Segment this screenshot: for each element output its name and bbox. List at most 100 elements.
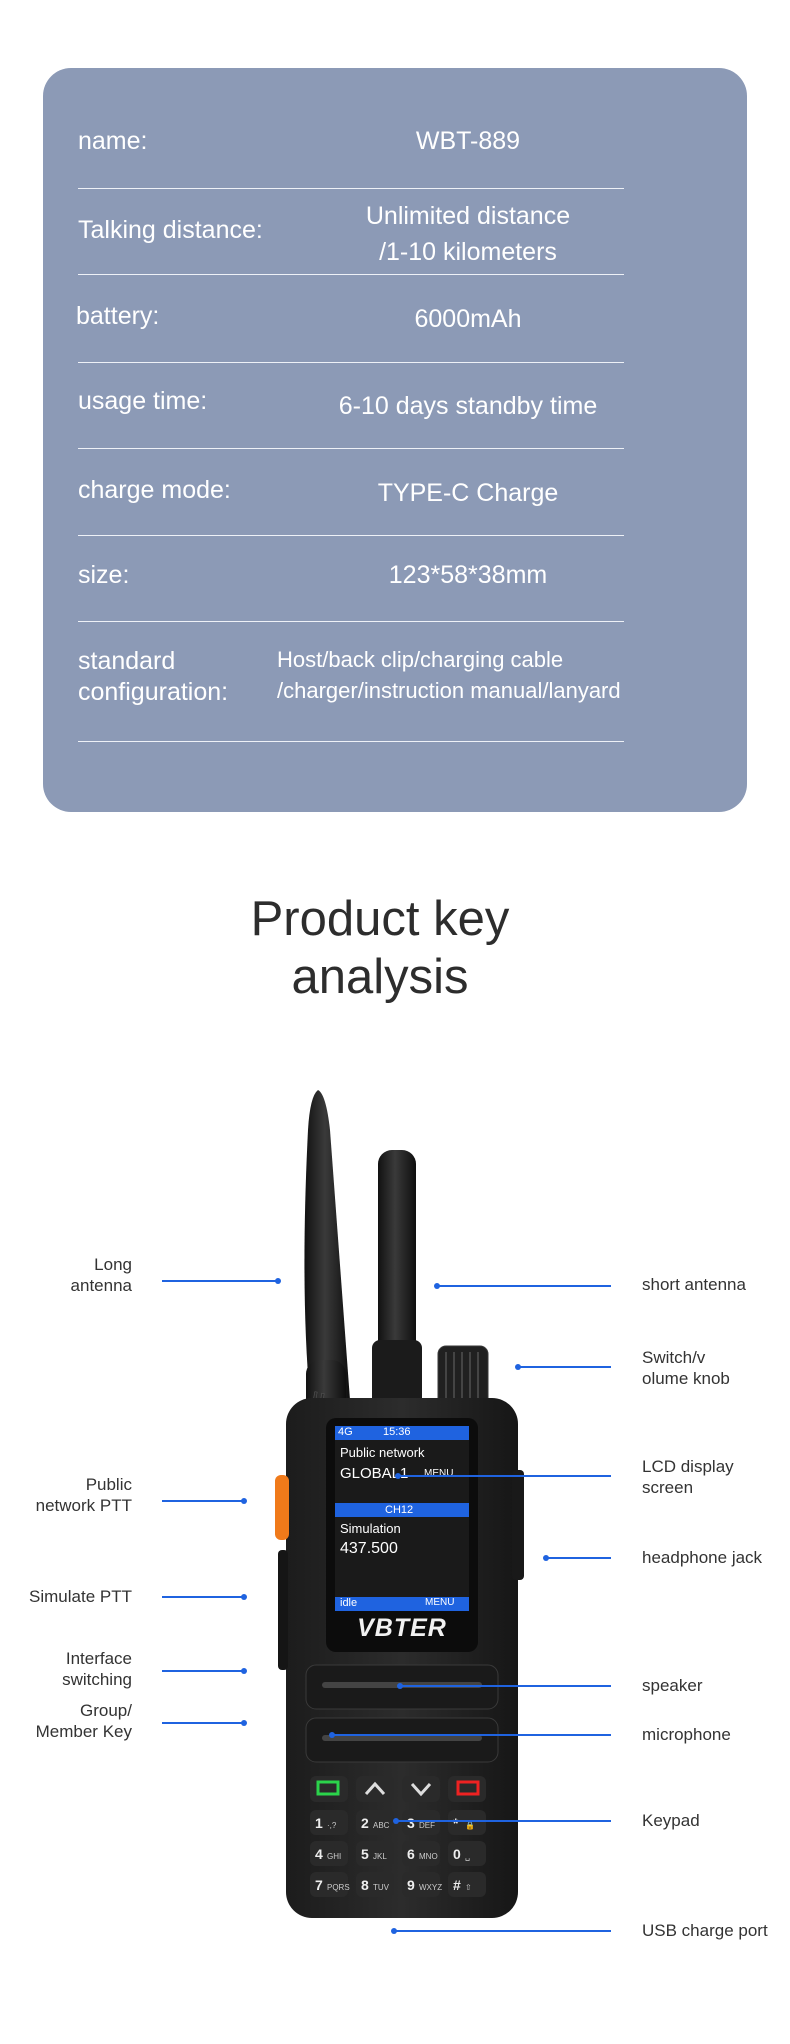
leader-line xyxy=(400,1685,611,1687)
key-sublabel: PQRS xyxy=(327,1883,350,1892)
leader-dot xyxy=(329,1732,335,1738)
screen-state: idle xyxy=(340,1597,358,1609)
key-label: 7 xyxy=(315,1877,323,1893)
leader-line xyxy=(396,1820,611,1822)
callout-line: Interface xyxy=(65,1649,132,1668)
key-5 xyxy=(356,1841,394,1866)
callout-line: network PTT xyxy=(35,1496,132,1515)
callout-usb-port: USB charge port xyxy=(642,1920,768,1941)
spec-value-line: Host/back clip/charging cable xyxy=(277,647,564,672)
key-1 xyxy=(356,1810,394,1835)
callout-line: microphone xyxy=(642,1725,731,1744)
key-label: 5 xyxy=(361,1846,369,1862)
callout-public-network-ptt: Public network PTT xyxy=(10,1474,132,1516)
key-sublabel: WXYZ xyxy=(419,1883,442,1892)
screen-status-signal: 4G xyxy=(338,1426,353,1438)
spec-value-line: /charger/instruction manual/lanyard xyxy=(277,678,621,703)
callout-short-antenna: short antenna xyxy=(642,1274,746,1295)
callout-line: screen xyxy=(642,1478,694,1497)
callout-lcd-screen: LCD display screen xyxy=(642,1456,734,1498)
leader-line xyxy=(546,1557,611,1559)
screen-mode: Simulation xyxy=(340,1521,401,1536)
screen-channel: CH12 xyxy=(385,1504,414,1516)
key-0 xyxy=(310,1810,348,1835)
spec-label: battery: xyxy=(76,302,160,330)
leader-dot xyxy=(275,1278,281,1284)
key-11 xyxy=(448,1872,486,1897)
callout-line: headphone jack xyxy=(642,1548,763,1567)
brand-logo: VBTER xyxy=(357,1614,447,1642)
title-line: Product key xyxy=(250,892,510,946)
leader-line xyxy=(518,1366,611,1368)
key-label: 3 xyxy=(407,1815,415,1831)
leader-line xyxy=(162,1596,244,1598)
key-sublabel: GHI xyxy=(327,1852,341,1861)
key-4 xyxy=(310,1841,348,1866)
key-sublabel: 🔒 xyxy=(465,1821,475,1830)
callout-line: Switch/v xyxy=(642,1348,706,1367)
leader-dot xyxy=(241,1594,247,1600)
key-label: * xyxy=(453,1815,459,1831)
key-label: 4 xyxy=(315,1846,323,1862)
spec-divider xyxy=(78,448,624,449)
leader-dot xyxy=(543,1555,549,1561)
spec-value: WBT-889 xyxy=(415,127,521,155)
key-sublabel: ·,? xyxy=(327,1821,337,1830)
spec-value-line: /1-10 kilometers xyxy=(379,238,557,266)
spec-label-line: configuration: xyxy=(78,678,229,706)
leader-line xyxy=(162,1500,244,1502)
leader-dot xyxy=(434,1283,440,1289)
spec-label: name: xyxy=(78,127,148,155)
callout-keypad: Keypad xyxy=(642,1810,700,1831)
callout-line: Member Key xyxy=(35,1722,132,1741)
callout-interface-switching: Interface switching xyxy=(10,1648,132,1690)
spec-value: 123*58*38mm xyxy=(388,561,548,589)
key-7 xyxy=(448,1841,486,1866)
callout-line: LCD display xyxy=(642,1457,734,1476)
leader-line xyxy=(332,1734,611,1736)
key-sublabel: ⇧ xyxy=(465,1883,472,1892)
spec-label: Talking distance: xyxy=(78,216,263,244)
spec-label: charge mode: xyxy=(78,476,231,504)
page-title: Product key analysis xyxy=(0,890,760,1006)
callout-line: Simulate PTT xyxy=(29,1587,132,1606)
callout-speaker: speaker xyxy=(642,1675,702,1696)
leader-line xyxy=(398,1475,611,1477)
spec-divider xyxy=(78,362,624,363)
key-sublabel: ␣ xyxy=(465,1852,470,1861)
key-label: 1 xyxy=(315,1815,323,1831)
spec-label: size: xyxy=(78,561,130,589)
title-line: analysis xyxy=(291,950,469,1004)
leader-dot xyxy=(241,1668,247,1674)
spec-divider xyxy=(78,741,624,742)
spec-label: standard configuration: xyxy=(78,646,228,708)
spec-value: TYPE-C Charge xyxy=(377,479,559,507)
callout-simulate-ptt: Simulate PTT xyxy=(10,1586,132,1607)
spec-divider xyxy=(78,621,624,622)
key-label: 9 xyxy=(407,1877,415,1893)
screen-frequency: 437.500 xyxy=(340,1540,398,1557)
leader-line xyxy=(437,1285,611,1287)
callout-line: Long xyxy=(94,1255,132,1274)
spec-value-line: Unlimited distance xyxy=(365,202,571,230)
screen-group: GLOBAL1 xyxy=(340,1465,409,1482)
key-sublabel: MNO xyxy=(419,1852,438,1861)
key-label: 8 xyxy=(361,1877,369,1893)
callout-line: Group/ xyxy=(80,1701,132,1720)
screen-menu-bottom: MENU xyxy=(425,1597,455,1608)
leader-dot xyxy=(395,1473,401,1479)
spec-value: Unlimited distance /1-10 kilometers xyxy=(308,198,628,270)
leader-line xyxy=(162,1670,244,1672)
key-6 xyxy=(402,1841,440,1866)
spec-value: Host/back clip/charging cable /charger/i… xyxy=(277,644,657,706)
leader-line xyxy=(162,1280,278,1282)
leader-line xyxy=(162,1722,244,1724)
spec-label: usage time: xyxy=(78,387,208,415)
callout-microphone: microphone xyxy=(642,1724,731,1745)
callout-line: speaker xyxy=(642,1676,703,1695)
key-sublabel: JKL xyxy=(373,1852,387,1861)
key-label: 2 xyxy=(361,1815,369,1831)
leader-dot xyxy=(391,1928,397,1934)
key-sublabel: ABC xyxy=(373,1821,390,1830)
